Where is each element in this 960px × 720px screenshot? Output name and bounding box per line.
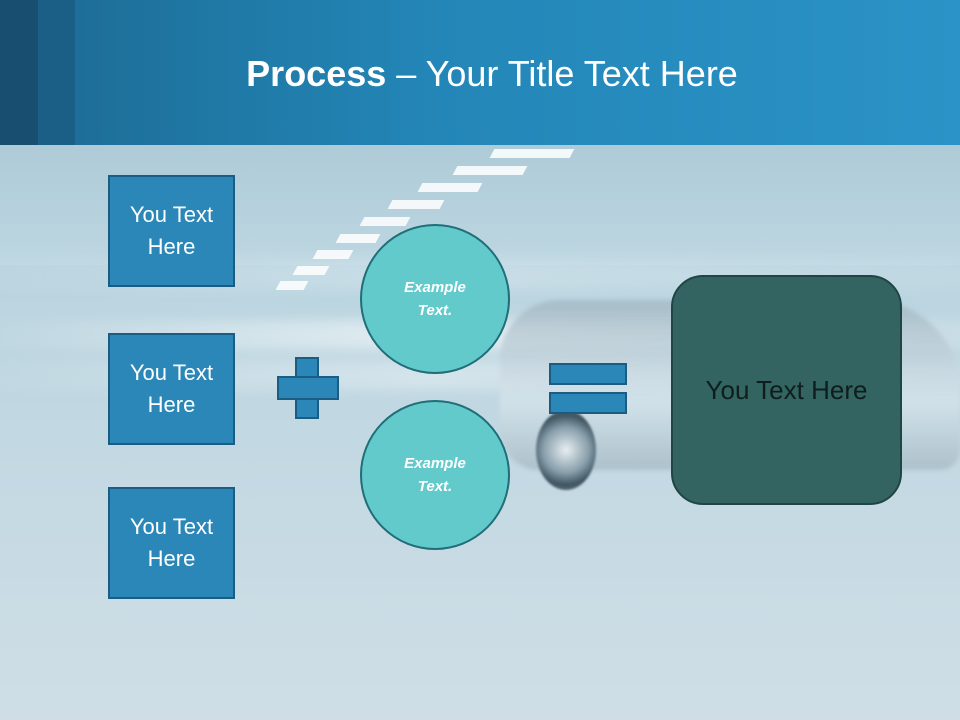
circle-label: Example Text. xyxy=(404,455,466,495)
text-box-2: You Text Here xyxy=(108,333,235,445)
text-box-3: You Text Here xyxy=(108,487,235,599)
text-box-label: You Text Here xyxy=(129,202,214,259)
circle-label: Example Text. xyxy=(404,279,466,319)
example-circle-1: Example Text. xyxy=(360,224,510,374)
text-box-label: You Text Here xyxy=(129,514,214,571)
title-bold: Process xyxy=(246,53,387,94)
header-accent-block xyxy=(38,0,75,145)
slide-title: Process – Your Title Text Here xyxy=(0,52,960,96)
text-box-label: You Text Here xyxy=(129,360,214,417)
header-accent-block xyxy=(0,0,38,145)
text-box-1: You Text Here xyxy=(108,175,235,287)
title-rest: – Your Title Text Here xyxy=(386,53,738,94)
example-circle-2: Example Text. xyxy=(360,400,510,550)
title-bar: Process – Your Title Text Here xyxy=(0,0,960,145)
result-label: You Text Here xyxy=(705,374,868,405)
result-box: You Text Here xyxy=(671,275,902,505)
